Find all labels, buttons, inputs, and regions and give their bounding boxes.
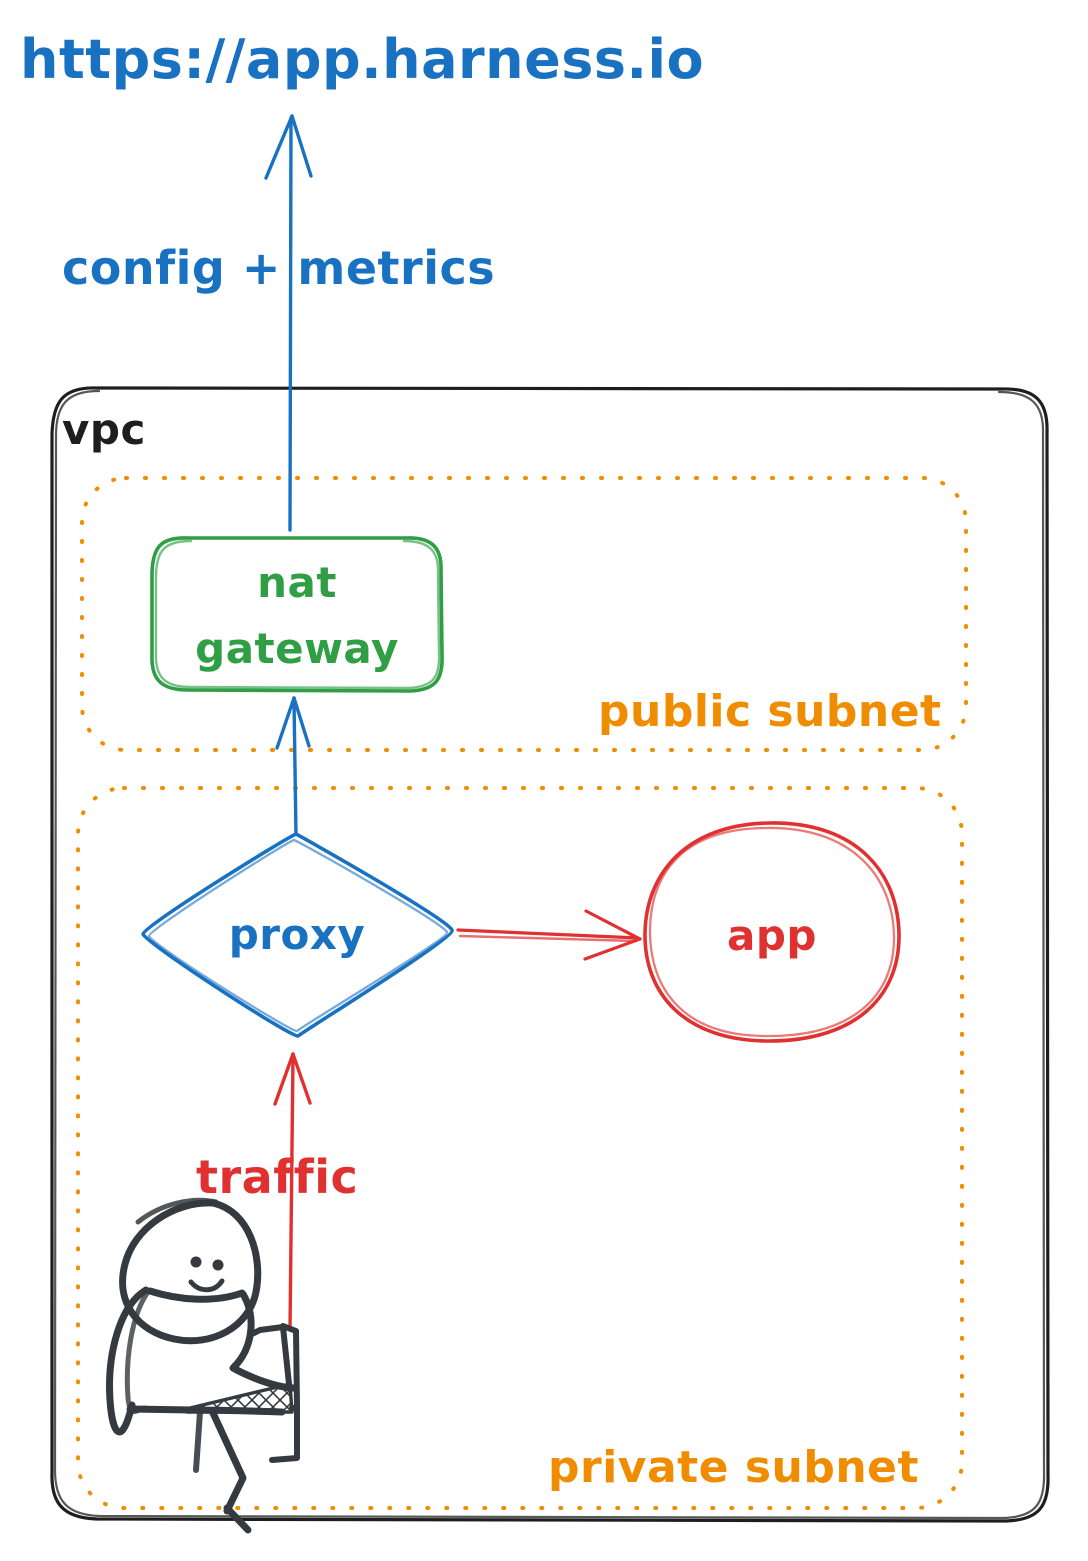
edge-proxy-to-app [456, 909, 642, 961]
vpc-container: vpc [50, 386, 1050, 1523]
proxy-to-app-line-2 [458, 934, 638, 943]
user-eye-left [190, 1256, 202, 1268]
private-subnet-container: private subnet [76, 786, 964, 1510]
user-leg-second [193, 1409, 203, 1473]
user-leg-foot [223, 1504, 252, 1534]
proxy-to-nat-arrowhead-right [292, 696, 311, 748]
private-subnet-border [76, 786, 964, 1510]
vpc-label: vpc [62, 405, 146, 454]
config-metrics-label: config + metrics [62, 241, 495, 295]
endpoint-url-text: https://app.harness.io [20, 28, 704, 91]
app-shape-stroke-2 [648, 826, 896, 1038]
laptop-base [185, 1382, 294, 1414]
nat-gateway-shape-stroke-2 [154, 539, 441, 690]
nat-to-internet-line [288, 116, 293, 532]
user-head [119, 1199, 262, 1345]
proxy-label: proxy [229, 910, 366, 959]
user-smile [188, 1278, 225, 1293]
user-with-laptop-icon [106, 1197, 300, 1534]
edge-nat-to-internet: config + metrics [62, 114, 495, 532]
proxy-to-nat-arrowhead-left [275, 696, 296, 750]
laptop-screen-left [249, 1324, 292, 1387]
vpc-border-stroke-2 [53, 389, 1046, 1520]
user-head-overstroke [135, 1197, 219, 1225]
edge-proxy-to-nat [275, 696, 311, 838]
nat-gateway-label-line2: gateway [195, 624, 399, 673]
user-seat [126, 1405, 196, 1414]
app-node[interactable]: app [643, 821, 901, 1043]
nat-to-internet-arrowhead-left [264, 114, 294, 180]
private-subnet-label: private subnet [548, 1442, 919, 1493]
user-shoulder [146, 1287, 246, 1303]
user-arm-upper [230, 1290, 255, 1371]
public-subnet-border [80, 476, 968, 752]
proxy-node[interactable]: proxy [141, 832, 454, 1038]
edge-user-to-proxy: traffic [196, 1052, 358, 1332]
user-back [106, 1286, 150, 1436]
proxy-to-app-arrowhead-bottom [583, 937, 642, 961]
laptop-leg [269, 1405, 300, 1463]
proxy-shape-stroke-2 [147, 838, 449, 1033]
public-subnet-label: public subnet [598, 686, 942, 737]
nat-to-internet-arrowhead-right [290, 114, 313, 178]
nat-gateway-node[interactable]: nat gateway [150, 536, 444, 693]
user-to-proxy-line [288, 1054, 295, 1332]
public-subnet-container: public subnet [80, 476, 968, 752]
proxy-to-app-line-1 [456, 928, 640, 940]
proxy-to-app-arrowhead-top [584, 909, 642, 941]
vpc-border-stroke-1 [50, 386, 1050, 1523]
app-label: app [727, 911, 817, 960]
traffic-label: traffic [196, 1150, 358, 1204]
app-shape-stroke-1 [643, 821, 901, 1043]
endpoint-url-label: https://app.harness.io [20, 28, 704, 91]
user-to-proxy-arrowhead-left [273, 1052, 295, 1106]
laptop-screen-right [280, 1323, 300, 1410]
user-leg-upper [209, 1409, 247, 1515]
user-eye-right [212, 1259, 224, 1271]
nat-gateway-label-line1: nat [257, 558, 337, 607]
nat-gateway-shape-stroke-1 [150, 536, 444, 693]
proxy-to-nat-line [292, 698, 298, 838]
user-to-proxy-arrowhead-right [291, 1052, 312, 1105]
